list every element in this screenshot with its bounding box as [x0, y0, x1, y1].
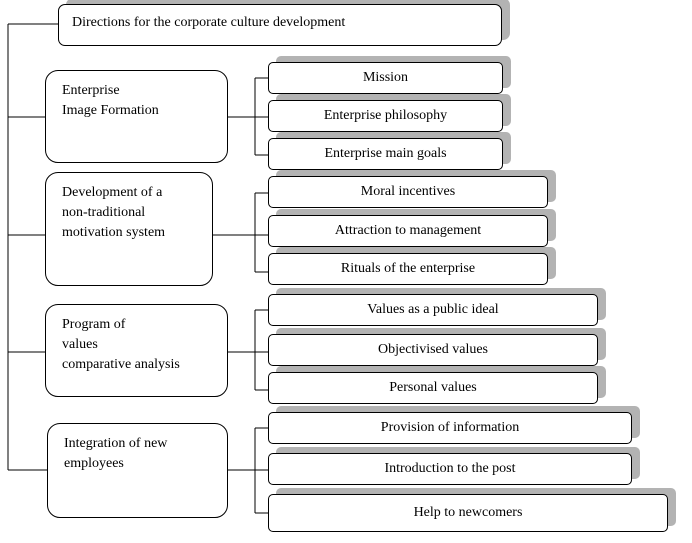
category-label: Program of values comparative analysis [62, 317, 180, 372]
sub-item-box: Attraction to management [268, 215, 548, 247]
sub-item-box: Rituals of the enterprise [268, 253, 548, 285]
sub-item-box: Introduction to the post [268, 453, 632, 485]
diagram-title: Directions for the corporate culture dev… [58, 4, 502, 46]
sub-item-box: Moral incentives [268, 176, 548, 208]
sub-item-box: Help to newcomers [268, 494, 668, 532]
sub-item-box: Objectivised values [268, 334, 598, 366]
category-box-image-formation: Enterprise Image Formation [45, 70, 228, 163]
category-box-motivation-system: Development of a non-traditional motivat… [45, 172, 213, 286]
sub-item-box: Provision of information [268, 412, 632, 444]
category-label: Integration of new employees [64, 436, 168, 471]
sub-item-box: Mission [268, 62, 503, 94]
sub-item-box: Values as a public ideal [268, 294, 598, 326]
sub-item-box: Enterprise philosophy [268, 100, 503, 132]
category-box-values-analysis: Program of values comparative analysis [45, 304, 228, 397]
category-label: Development of a non-traditional motivat… [62, 185, 166, 240]
category-label: Enterprise Image Formation [62, 83, 159, 118]
sub-item-box: Enterprise main goals [268, 138, 503, 170]
sub-item-box: Personal values [268, 372, 598, 404]
category-box-new-employees: Integration of new employees [47, 423, 228, 518]
